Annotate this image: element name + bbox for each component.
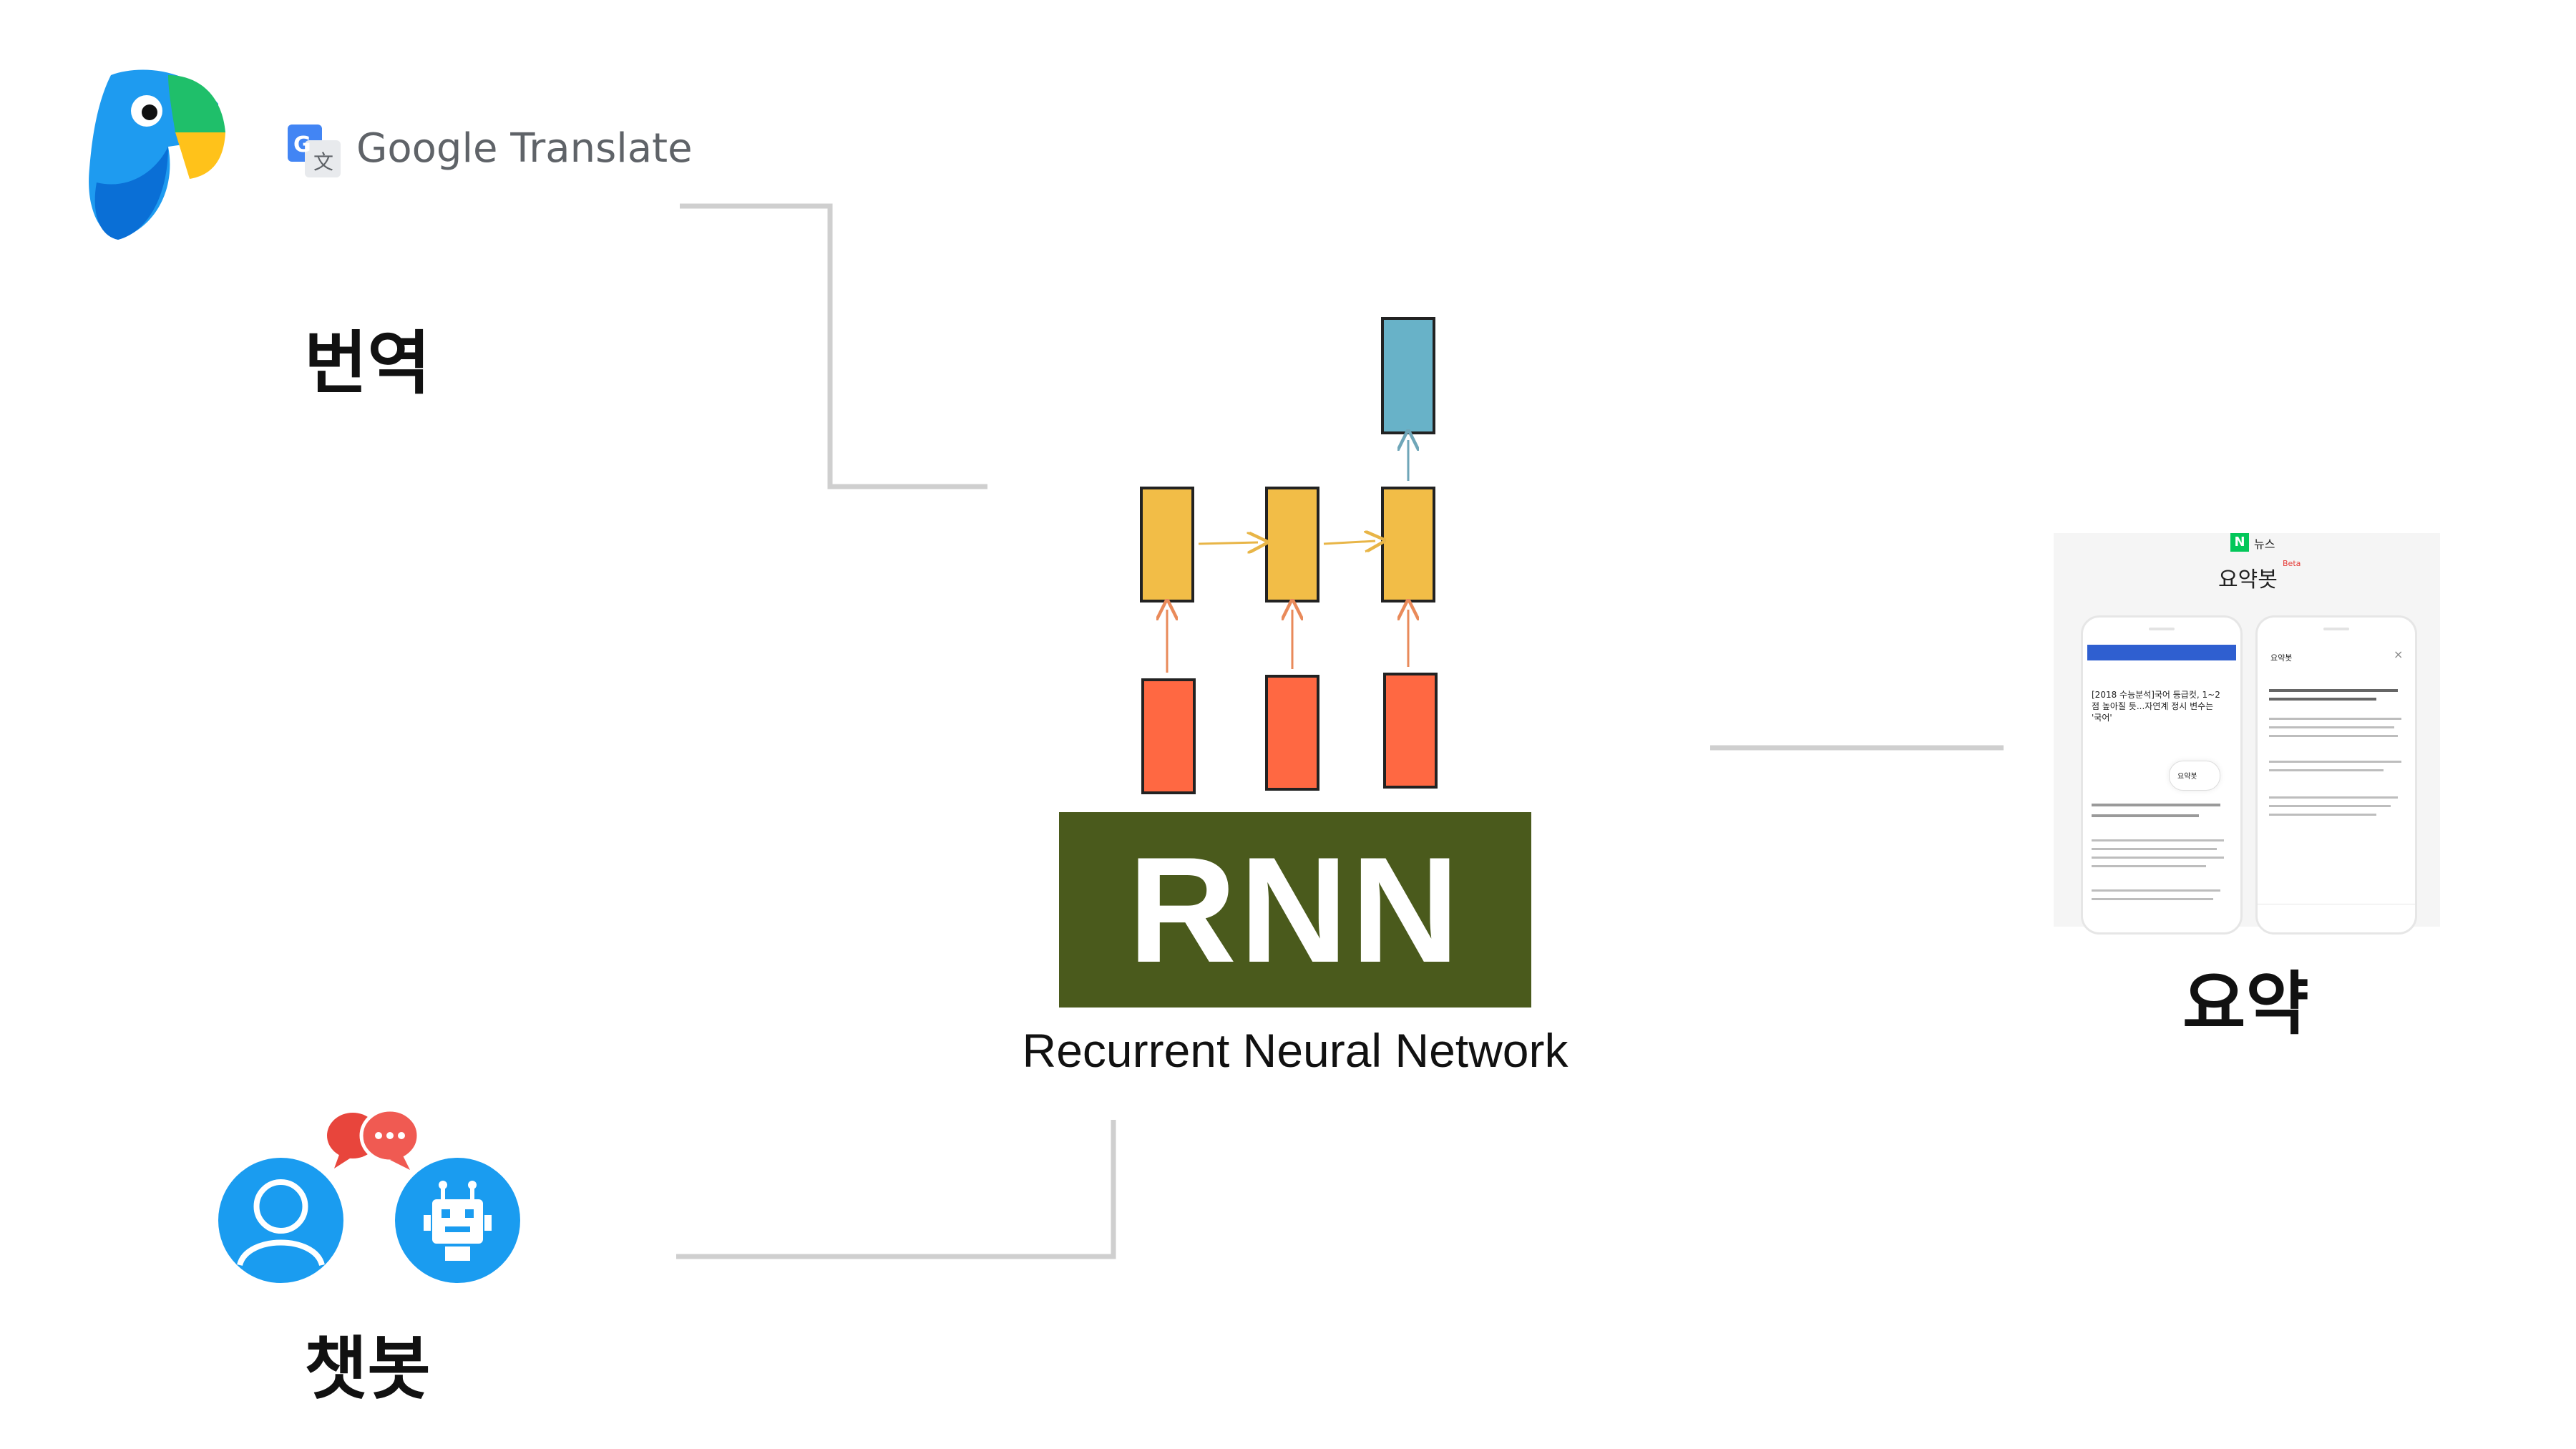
translation-label: 번역 (304, 323, 431, 404)
translation-connector (680, 203, 987, 489)
input-cell-3 (1383, 673, 1438, 789)
summary-bot-button-label: 요약봇 (2177, 773, 2197, 781)
summary-bot-title: 요약봇 (2218, 567, 2278, 592)
rnn-title: RNN (1128, 825, 1463, 994)
hidden-cell-3 (1381, 487, 1435, 602)
summary-text-placeholder-3 (2269, 718, 2401, 720)
phone-speaker (2149, 628, 2175, 630)
hidden-cell-1 (1140, 487, 1194, 602)
naver-n-badge: N (2230, 533, 2249, 552)
body-text-placeholder-8 (2092, 898, 2213, 900)
rnn-title-box: RNN (1059, 812, 1531, 1008)
body-text-placeholder-5 (2092, 857, 2224, 859)
body-text-placeholder-4 (2092, 848, 2217, 850)
phone-speaker (2323, 628, 2349, 630)
body-text-placeholder-6 (2092, 865, 2206, 867)
news-header-bar (2087, 645, 2236, 660)
beta-badge: Beta (2283, 559, 2301, 568)
input-cell-2 (1265, 675, 1319, 791)
body-text-placeholder-3 (2092, 839, 2224, 841)
google-translate-icon: G 文 (288, 125, 341, 177)
input-cell-1 (1141, 678, 1196, 794)
summary-text-placeholder-9 (2269, 805, 2391, 807)
svg-text:G: G (293, 132, 311, 157)
body-text-placeholder-2 (2092, 814, 2199, 817)
rnn-unrolled-diagram (1140, 317, 1438, 794)
summary-text-placeholder-1 (2269, 689, 2398, 692)
output-cell (1381, 317, 1435, 434)
recurrent-arrow-1 (1198, 542, 1258, 544)
chatbot-connector (676, 1120, 1116, 1259)
summary-text-placeholder-10 (2269, 814, 2376, 816)
news-section-label: 뉴스 (2254, 537, 2275, 551)
summary-text-placeholder-8 (2269, 796, 2398, 799)
summary-panel-title: 요약봇 (2270, 653, 2293, 663)
user-avatar-icon (218, 1158, 343, 1283)
robot-icon (395, 1158, 520, 1283)
summary-text-placeholder-5 (2269, 735, 2398, 737)
hidden-cell-2 (1265, 487, 1319, 602)
google-translate-label: Google Translate (356, 125, 693, 172)
summary-text-placeholder-2 (2269, 698, 2376, 701)
chat-bubbles-icon (327, 1108, 421, 1170)
summary-text-placeholder-6 (2269, 761, 2401, 763)
papago-parrot-icon (89, 69, 225, 240)
rnn-subtitle: Recurrent Neural Network (1022, 1024, 1568, 1077)
close-icon[interactable]: × (2394, 648, 2404, 661)
svg-text:文: 文 (313, 150, 333, 174)
summary-bot-button[interactable] (2169, 761, 2220, 791)
headline-text: [2018 수능분석]국어 등급컷, 1~2점 높아질 듯...자연계 정시 변… (2092, 690, 2220, 723)
summary-text-placeholder-4 (2269, 726, 2394, 728)
news-summary-screenshot: N 뉴스 요약봇 Beta [2018 수능분석]국어 등급컷, 1~2점 높아… (2054, 533, 2440, 935)
phone-summary: 요약봇 × (2255, 615, 2417, 935)
recurrent-arrow-2 (1323, 541, 1375, 544)
chatbot-label: 챗봇 (304, 1329, 431, 1409)
body-text-placeholder-7 (2092, 889, 2220, 892)
summary-text-placeholder-7 (2269, 769, 2384, 771)
phone-article: [2018 수능분석]국어 등급컷, 1~2점 높아질 듯...자연계 정시 변… (2081, 615, 2243, 935)
body-text-placeholder-1 (2092, 804, 2220, 806)
summary-label: 요약 (2182, 964, 2309, 1044)
